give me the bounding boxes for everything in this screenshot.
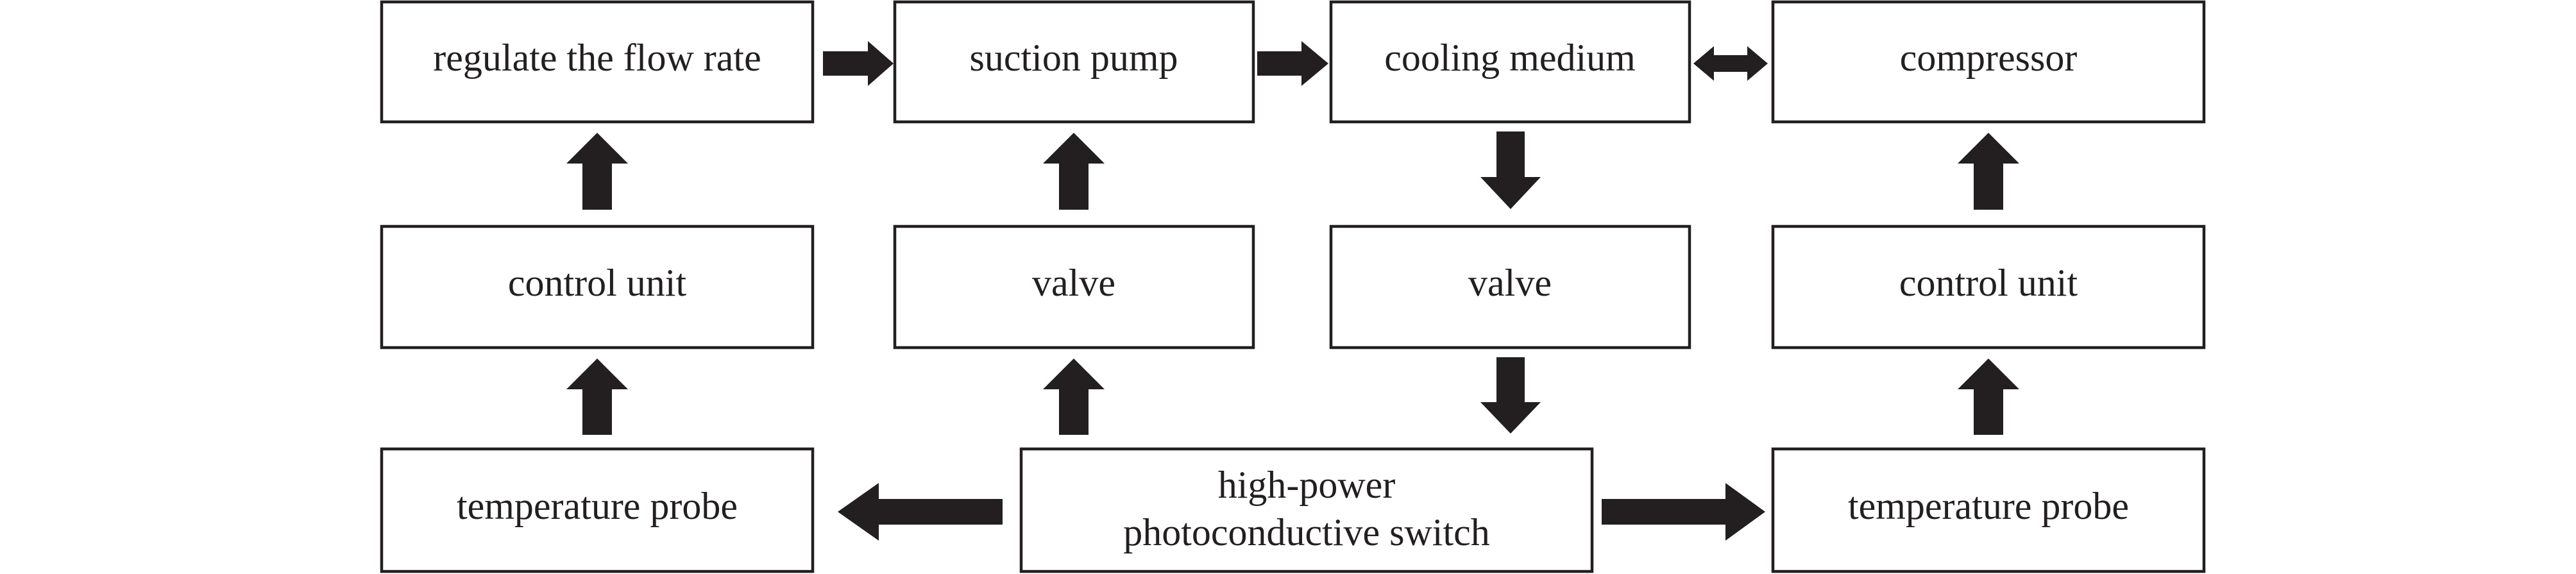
arrow-control-unit-right-to-compressor — [1958, 133, 2019, 210]
node-cooling-medium-label: cooling medium — [1384, 37, 1636, 79]
node-valve-right-label: valve — [1468, 262, 1552, 304]
node-switch-label-line2: photoconductive switch — [1123, 511, 1490, 553]
arrow-switch-to-temp-probe-left — [838, 483, 1003, 541]
node-control-unit-left-label: control unit — [508, 262, 687, 304]
node-valve-right: valve — [1329, 224, 1691, 350]
arrow-cooling-medium-to-valve-right — [1480, 131, 1541, 209]
node-regulate-flow-rate: regulate the flow rate — [380, 0, 815, 124]
node-control-unit-right: control unit — [1771, 224, 2206, 350]
node-control-unit-right-label: control unit — [1899, 262, 2078, 304]
arrow-suction-pump-to-cooling-medium — [1257, 41, 1328, 86]
node-temperature-probe-left-label: temperature probe — [457, 485, 738, 527]
node-suction-pump-label: suction pump — [970, 37, 1178, 79]
node-temperature-probe-left: temperature probe — [380, 447, 815, 573]
arrow-cooling-medium-compressor-bidirectional — [1693, 46, 1768, 81]
node-valve-left: valve — [893, 224, 1255, 350]
arrow-temp-probe-right-to-control-unit — [1958, 359, 2019, 435]
node-temperature-probe-right-label: temperature probe — [1848, 485, 2129, 527]
node-control-unit-left: control unit — [380, 224, 815, 350]
arrow-switch-to-valve-left — [1043, 359, 1105, 435]
node-temperature-probe-right: temperature probe — [1771, 447, 2206, 573]
node-photoconductive-switch: high-power photoconductive switch — [1019, 447, 1594, 573]
node-compressor: compressor — [1771, 0, 2206, 124]
arrow-valve-left-to-suction-pump — [1043, 133, 1105, 210]
arrow-regulate-to-suction-pump — [823, 41, 894, 86]
node-regulate-flow-rate-label: regulate the flow rate — [433, 37, 761, 79]
arrow-switch-to-temp-probe-right — [1602, 483, 1765, 541]
arrow-valve-right-to-switch — [1480, 357, 1541, 434]
node-cooling-medium: cooling medium — [1329, 0, 1691, 124]
node-switch-label-line1: high-power — [1218, 464, 1396, 506]
node-compressor-label: compressor — [1900, 37, 2078, 79]
arrow-control-unit-left-to-regulate — [566, 133, 628, 210]
arrow-temp-probe-left-to-control-unit — [566, 359, 628, 435]
node-suction-pump: suction pump — [893, 0, 1255, 124]
node-valve-left-label: valve — [1032, 262, 1115, 304]
